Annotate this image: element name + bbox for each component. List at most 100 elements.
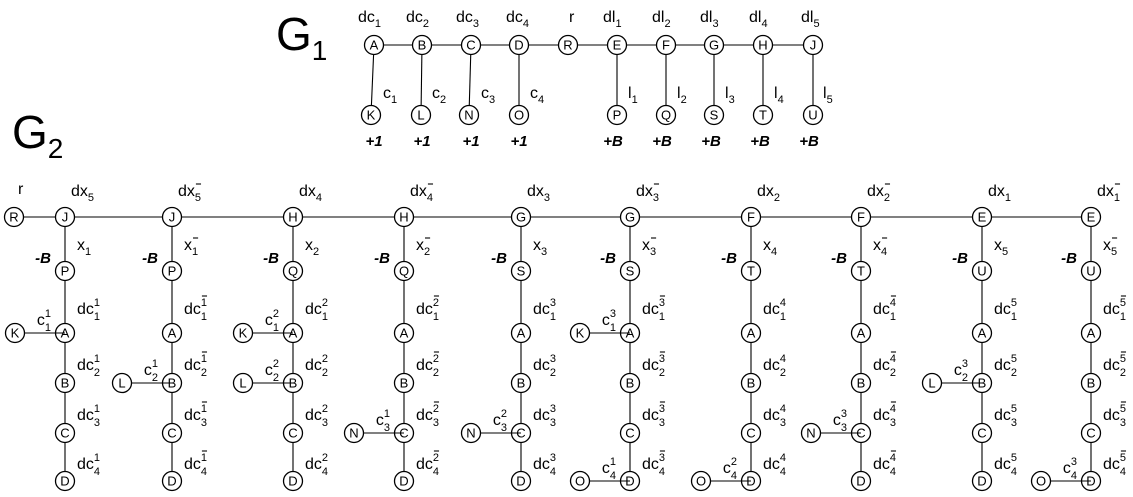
svg-text:dx2: dx2 — [867, 183, 890, 204]
svg-text:O: O — [696, 474, 706, 489]
svg-text:P: P — [613, 108, 622, 123]
svg-text:c34: c34 — [1063, 456, 1077, 482]
g1-label-l2: l2 — [677, 85, 687, 106]
g2-weight: -B — [831, 250, 847, 267]
svg-text:O: O — [1036, 474, 1046, 489]
g2-node-D: D — [850, 470, 872, 492]
g1-weight: +1 — [510, 133, 527, 150]
svg-text:O: O — [575, 474, 585, 489]
g1-node-G: G — [703, 34, 725, 56]
svg-text:B: B — [626, 376, 635, 391]
g1-node-B: B — [411, 34, 433, 56]
svg-text:C: C — [1086, 426, 1095, 441]
svg-text:H: H — [288, 210, 297, 225]
g1-label-l3: l3 — [725, 85, 735, 106]
g2-label-r: r — [18, 181, 24, 198]
g1-node-D: D — [508, 34, 530, 56]
svg-text:c11: c11 — [37, 308, 51, 334]
g2-node-K: K — [569, 322, 591, 344]
svg-text:B: B — [857, 376, 866, 391]
svg-text:K: K — [576, 326, 585, 341]
g1-node-N: N — [458, 104, 480, 126]
svg-text:U: U — [1086, 264, 1095, 279]
svg-text:c21: c21 — [265, 308, 279, 334]
svg-text:J: J — [810, 38, 817, 53]
g2-node-B: B — [54, 372, 76, 394]
g2-node-C: C — [161, 422, 183, 444]
svg-text:D: D — [977, 474, 986, 489]
svg-text:Q: Q — [288, 264, 298, 279]
svg-text:E: E — [978, 210, 987, 225]
svg-text:U: U — [808, 108, 817, 123]
g2-node-C: C — [971, 422, 993, 444]
svg-text:S: S — [710, 108, 719, 123]
g2-node-S: S — [510, 260, 532, 282]
g1-pendant-edge — [370, 44, 375, 116]
svg-text:x3: x3 — [533, 237, 547, 258]
svg-text:K: K — [11, 326, 20, 341]
svg-text:l1: l1 — [628, 85, 638, 106]
svg-text:x2: x2 — [416, 237, 430, 258]
g2-node-E: E — [1080, 206, 1102, 228]
svg-text:G: G — [709, 38, 719, 53]
svg-text:N: N — [349, 426, 358, 441]
g1-node-F: F — [655, 34, 677, 56]
g2-node-B: B — [619, 372, 641, 394]
g2-node-Q: Q — [393, 260, 415, 282]
g1-node-P: P — [606, 104, 628, 126]
g1-weight: +B — [701, 133, 721, 150]
g2-label-x: x3 — [533, 237, 547, 258]
g1-label-dl3: dl3 — [700, 9, 719, 30]
svg-text:D: D — [288, 474, 297, 489]
g1-node-L: L — [410, 104, 432, 126]
svg-text:c13: c13 — [376, 408, 390, 434]
svg-text:x4: x4 — [763, 237, 777, 258]
svg-text:A: A — [747, 326, 756, 341]
svg-text:dx4: dx4 — [410, 183, 433, 204]
svg-text:A: A — [168, 326, 177, 341]
svg-text:dx2: dx2 — [757, 183, 780, 204]
g1-label-l5: l5 — [823, 85, 833, 106]
svg-text:A: A — [289, 326, 298, 341]
g1-weight: +B — [652, 133, 672, 150]
svg-text:D: D — [514, 38, 523, 53]
svg-text:c22: c22 — [265, 358, 279, 384]
g2-node-A: A — [971, 322, 993, 344]
svg-text:U: U — [977, 264, 986, 279]
g2-node-L: L — [111, 372, 133, 394]
svg-text:S: S — [517, 264, 526, 279]
g2-weight: -B — [600, 250, 616, 267]
g2-weight: -B — [374, 250, 390, 267]
svg-text:D: D — [167, 474, 176, 489]
